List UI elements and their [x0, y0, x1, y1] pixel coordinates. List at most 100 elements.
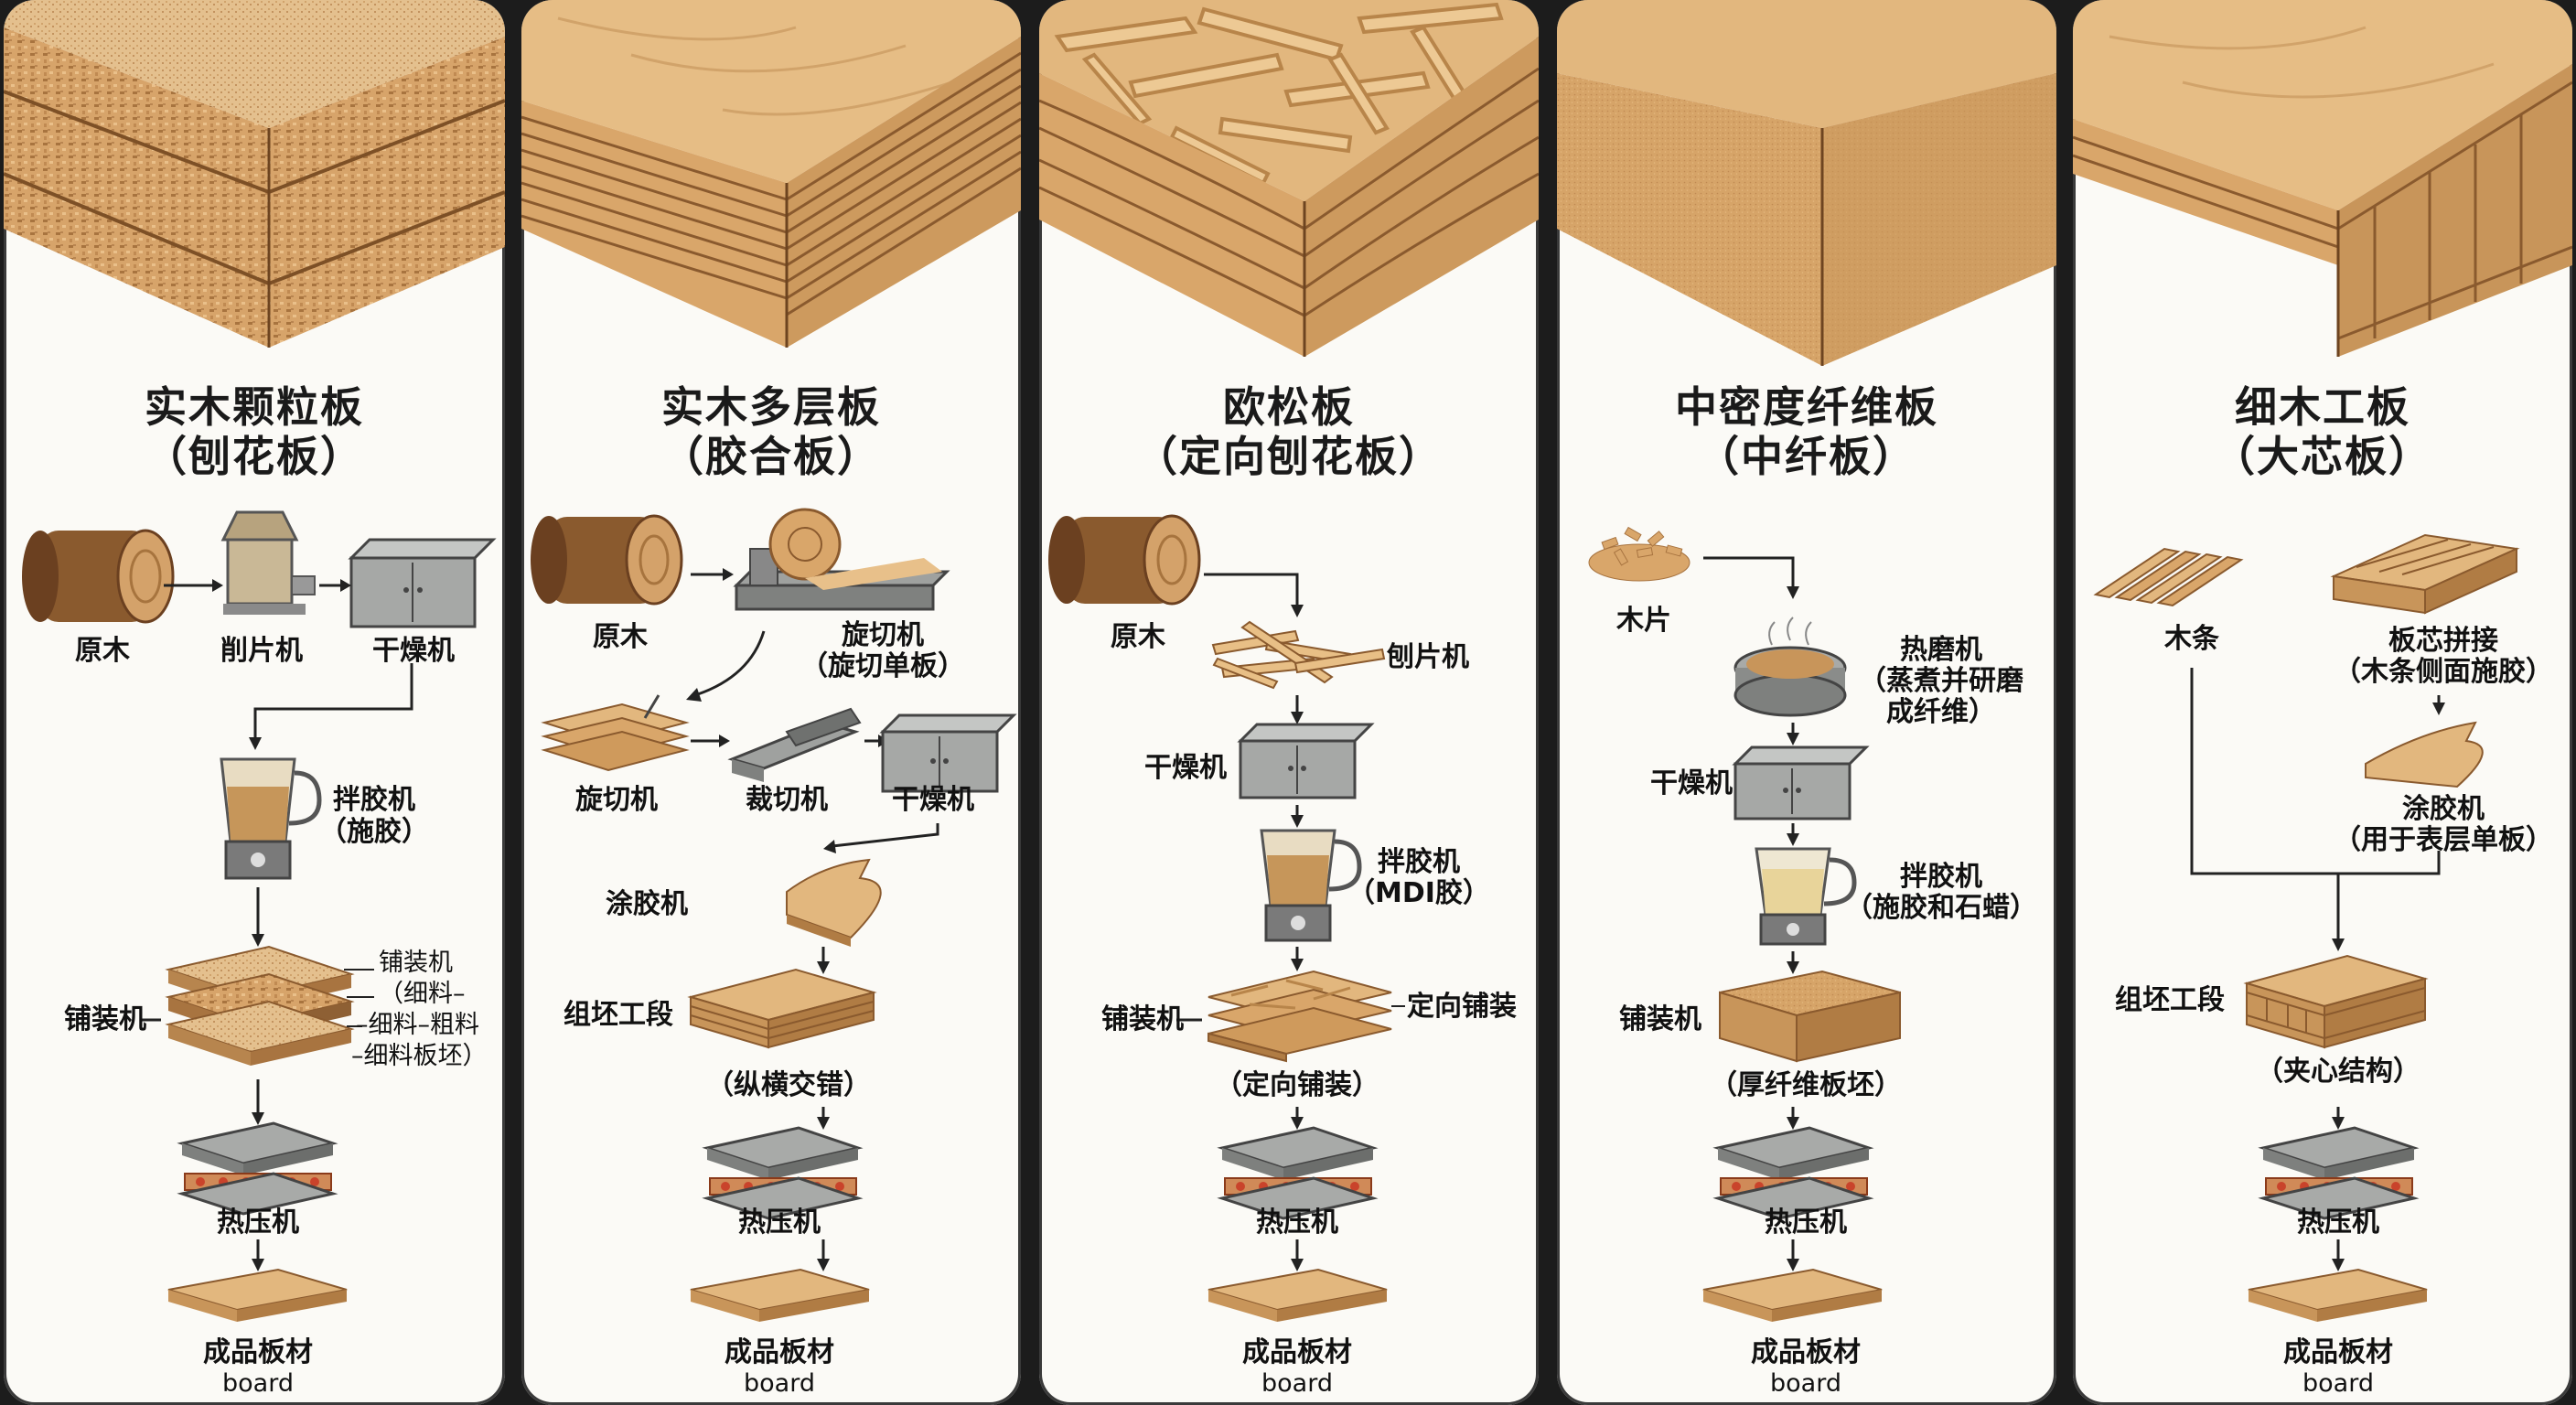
osb-board-left	[1039, 73, 1304, 357]
thermo-refiner-icon	[1733, 617, 1847, 717]
product-label: 成品板材	[2283, 1336, 2393, 1368]
finished-board-icon	[2248, 1268, 2428, 1322]
panel-title: 欧松板	[1223, 382, 1355, 432]
flaker-label: 刨片机	[1387, 641, 1469, 673]
forming-label: 铺装机	[1101, 1003, 1184, 1035]
product-label: 成品板材	[1242, 1336, 1352, 1368]
finished-board-icon	[1702, 1268, 1883, 1322]
glue-mixer-icon	[220, 757, 322, 880]
log-icon	[22, 529, 175, 624]
forming-note-3: –细料–粗料	[356, 1011, 479, 1039]
press-label: 热压机	[2297, 1207, 2379, 1239]
product-english-label: board	[1261, 1369, 1333, 1398]
layup-subtitle: （夹心结构）	[2256, 1056, 2420, 1088]
hot-press-icon	[1712, 1126, 1874, 1220]
wood-strips-icon	[2093, 547, 2244, 607]
veneer-label: 旋切机	[575, 784, 658, 816]
panel-title: 中密度纤维板	[1675, 382, 1938, 432]
forming-label: 铺装机	[64, 1003, 146, 1035]
layup-note: （纵横交错）	[706, 1069, 871, 1101]
veneer-sheets-icon	[541, 694, 690, 772]
core-board-icon	[2330, 533, 2520, 615]
log-label: 原木	[593, 621, 648, 653]
refiner-label: 热磨机	[1900, 634, 1982, 666]
sandwich-layup-icon	[2243, 954, 2429, 1049]
mixer-note: （MDI胶）	[1347, 877, 1490, 909]
chipper-icon	[220, 510, 316, 615]
hot-press-icon	[2258, 1126, 2420, 1220]
blockboard-board-right	[2338, 64, 2572, 357]
layup-label: 组坯工段	[564, 999, 673, 1031]
press-label: 热压机	[738, 1207, 821, 1239]
finished-board-icon	[1208, 1268, 1388, 1322]
panel-subtitle: （中纤板）	[1697, 432, 1916, 481]
hot-press-icon	[702, 1126, 864, 1220]
forming-note: 定向铺装	[1407, 991, 1517, 1023]
panel-subtitle: （大芯板）	[2213, 432, 2432, 481]
mixer-label: 拌胶机	[1378, 846, 1460, 878]
panel-mdf: 中密度纤维板 （中纤板） 木片 热磨机 （蒸煮并研磨 成纤维） 干燥机 拌胶机 …	[1557, 0, 2056, 1405]
log-icon	[1048, 514, 1201, 606]
panel-subtitle: （刨花板）	[145, 432, 364, 481]
rotary-lathe-icon	[733, 508, 950, 611]
forming-subtitle: （定向铺装）	[1215, 1069, 1379, 1101]
panel-title: 细木工板	[2235, 382, 2410, 432]
finished-board-icon	[690, 1268, 870, 1322]
forming-note-1: 铺装机	[379, 949, 453, 977]
lathe-note: （旋切单板）	[800, 650, 965, 682]
fiber-mat-icon	[1719, 970, 1901, 1063]
refiner-note-1: （蒸煮并研磨	[1859, 665, 2023, 697]
press-label: 热压机	[1765, 1207, 1847, 1239]
dryer-icon	[1237, 723, 1375, 799]
dryer-icon	[879, 713, 1017, 793]
chipper-label: 削片机	[220, 635, 303, 667]
log-label: 原木	[1111, 621, 1165, 653]
core-note: （木条侧面施胶）	[2334, 656, 2553, 688]
panel-particleboard: 实木颗粒板 （刨花板） 原木 削片机 干燥机 拌胶机 （施胶） 铺装机 铺装机 …	[4, 0, 505, 1405]
press-label: 热压机	[1256, 1207, 1338, 1239]
mdf-illustration	[1557, 0, 2056, 1322]
dryer-label: 干燥机	[892, 784, 974, 816]
mixer-label: 拌胶机	[1900, 861, 1982, 893]
core-label: 板芯拼接	[2388, 625, 2498, 657]
dryer-label: 干燥机	[1144, 752, 1227, 784]
product-english-label: board	[222, 1369, 294, 1398]
mdf-board-top	[1557, 0, 2056, 128]
forming-note-4: –细料板坯）	[351, 1042, 488, 1070]
glue-mixer-icon	[1755, 847, 1857, 946]
dryer-icon	[348, 538, 497, 628]
mixer-note: （施胶）	[319, 816, 429, 848]
glue-label: 涂胶机	[2402, 793, 2485, 825]
glued-veneer-icon	[2365, 721, 2484, 788]
dryer-label: 干燥机	[372, 635, 455, 667]
glue-mixer-icon	[1260, 829, 1362, 942]
panel-blockboard: 细木工板 （大芯板） 木条 板芯拼接 （木条侧面施胶） 涂胶机 （用于表层单板）…	[2073, 0, 2572, 1405]
layup-label: 组坯工段	[2115, 984, 2225, 1016]
chips-label: 木片	[1616, 605, 1671, 637]
dryer-icon	[1732, 745, 1870, 820]
mdf-board-left	[1557, 73, 1822, 366]
finished-board-icon	[167, 1268, 348, 1322]
mixer-note: （施胶和石蜡）	[1845, 892, 2037, 924]
panel-plywood: 实木多层板 （胶合板） 原木 旋切机 （旋切单板） 旋切机 裁切机 干燥机 涂胶…	[521, 0, 1021, 1405]
lathe-label: 旋切机	[842, 619, 924, 651]
forming-subtitle: （厚纤维板坯）	[1710, 1069, 1902, 1101]
particleboard-board-left	[4, 27, 269, 348]
wood-flakes-icon	[1211, 620, 1386, 690]
particleboard-board-right	[269, 37, 505, 348]
log-icon	[531, 514, 683, 606]
product-label: 成品板材	[1751, 1336, 1861, 1368]
blockboard-illustration	[2073, 0, 2572, 1322]
mixer-label: 拌胶机	[333, 784, 415, 816]
panel-subtitle: （定向刨花板）	[1135, 432, 1443, 481]
dryer-label: 干燥机	[1650, 767, 1733, 799]
oriented-mat-icon	[1208, 970, 1392, 1063]
osb-illustration	[1039, 0, 1539, 1322]
product-label: 成品板材	[203, 1336, 313, 1368]
forming-note-2: （细料–	[379, 980, 466, 1008]
blockboard-board-left	[2073, 119, 2338, 265]
strips-label: 木条	[2164, 623, 2219, 655]
veneer-clipper-icon	[727, 707, 862, 782]
panel-title: 实木多层板	[661, 382, 881, 432]
plywood-board-top	[521, 0, 1021, 183]
